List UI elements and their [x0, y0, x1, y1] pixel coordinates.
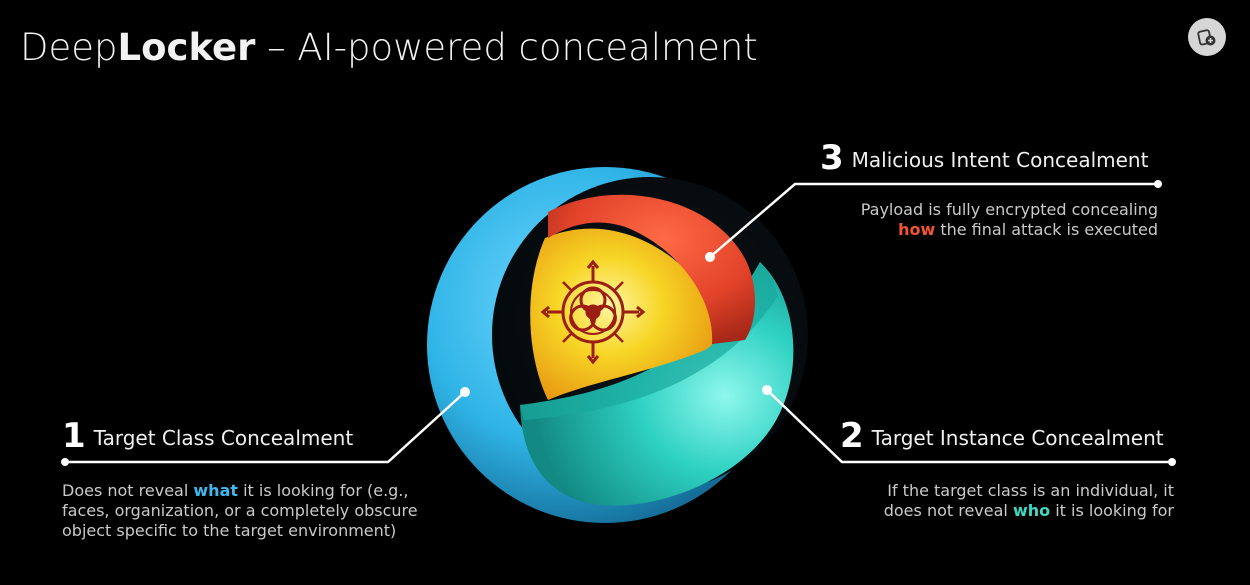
callout-3-description: Payload is fully encrypted concealing ho… — [861, 200, 1158, 240]
callout-1-heading: 1 Target Class Concealment — [62, 416, 353, 456]
callout-2-desc-pre: does not reveal — [883, 501, 1013, 520]
leader-dot-1-start — [460, 387, 470, 397]
leader-dot-3-start — [705, 252, 715, 262]
corner-button[interactable] — [1188, 18, 1226, 56]
biohazard-icon — [540, 259, 646, 365]
callout-2-desc-line1: If the target class is an individual, it — [887, 481, 1174, 500]
add-to-collection-icon — [1197, 29, 1216, 46]
callout-3-desc-highlight: how — [898, 220, 936, 239]
callout-3-desc-line1: Payload is fully encrypted concealing — [860, 200, 1158, 219]
callout-1-description: Does not reveal what it is looking for (… — [62, 481, 418, 541]
callout-2-description: If the target class is an individual, it… — [884, 481, 1174, 521]
callout-3-title: Malicious Intent Concealment — [851, 148, 1149, 172]
leader-line-2 — [766, 389, 1172, 464]
title-rest: – AI-powered concealment — [255, 26, 758, 69]
callout-2-number: 2 — [840, 416, 864, 456]
title-light: Deep — [20, 26, 118, 69]
page-title: DeepLocker – AI-powered concealment — [20, 26, 758, 69]
callout-2-title: Target Instance Concealment — [871, 426, 1164, 450]
leader-dot-3-end — [1154, 180, 1162, 188]
callout-2-desc-highlight: who — [1012, 501, 1051, 520]
callout-2-desc-post: it is looking for — [1050, 501, 1174, 520]
leader-dot-1-end — [61, 458, 69, 466]
callout-1-desc-pre: Does not reveal — [62, 481, 194, 500]
callout-3-number: 3 — [820, 138, 844, 178]
title-bold: Locker — [117, 26, 256, 69]
callout-2-heading: 2 Target Instance Concealment — [840, 416, 1164, 456]
leader-line-1 — [65, 391, 466, 464]
callout-1-title: Target Class Concealment — [93, 426, 354, 450]
callout-1-desc-post: it is looking for (e.g., — [238, 481, 409, 500]
callout-1-desc-line3: object specific to the target environmen… — [62, 521, 397, 540]
leader-dot-2-end — [1168, 458, 1176, 466]
leader-dot-2-start — [762, 385, 772, 395]
callout-3-desc-post: the final attack is executed — [935, 220, 1158, 239]
callout-1-desc-line2: faces, organization, or a completely obs… — [62, 501, 418, 520]
callout-3-heading: 3 Malicious Intent Concealment — [820, 138, 1148, 178]
callout-1-desc-highlight: what — [193, 481, 239, 500]
leader-line-3 — [709, 182, 1158, 258]
callout-1-number: 1 — [62, 416, 86, 456]
inner-shell — [548, 194, 756, 344]
